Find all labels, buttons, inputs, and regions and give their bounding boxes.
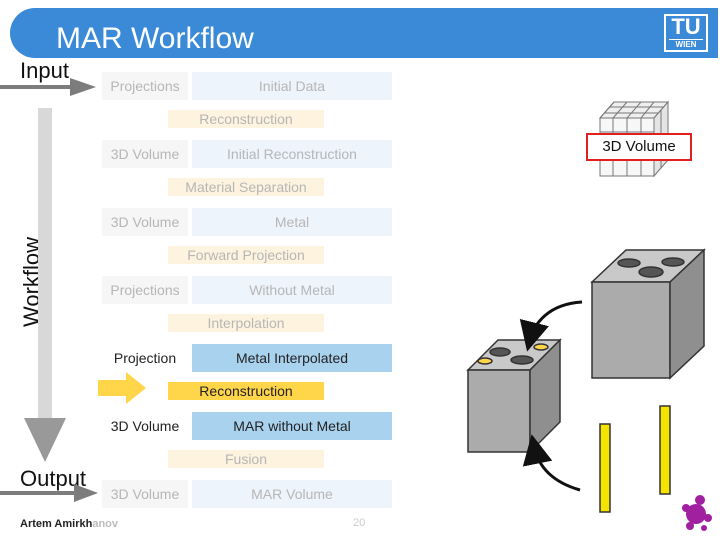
logo-sub: WIEN — [669, 39, 703, 49]
row-2-left: 3D Volume — [102, 140, 188, 168]
page-number: 20 — [353, 517, 366, 529]
slide-header: MAR Workflow — [10, 8, 718, 58]
input-label: Input — [20, 58, 69, 83]
author-name-bold: Artem Amirkh — [20, 518, 93, 530]
splat-mascot-icon — [682, 495, 712, 531]
author-name-dim: anov — [92, 518, 119, 530]
row-4-right: Without Metal — [192, 276, 392, 304]
author-name: Artem Amirkhanov — [20, 518, 118, 530]
row-6-right: MAR without Metal — [192, 412, 392, 440]
step-4: Interpolation — [168, 314, 324, 332]
metal-rod-right — [659, 405, 671, 495]
row-3-right: Metal — [192, 208, 392, 236]
volume-caption: 3D Volume — [586, 133, 692, 161]
curved-arrow-bottom — [522, 434, 581, 492]
row-5-right: Metal Interpolated — [192, 344, 392, 372]
row-4-left: Projections — [102, 276, 188, 304]
row-7-right: MAR Volume — [192, 480, 392, 508]
step-2: Material Separation — [168, 178, 324, 196]
row-1-left: Projections — [102, 72, 188, 100]
metal-cube-small — [466, 338, 562, 454]
step-1: Reconstruction — [168, 110, 324, 128]
output-arrow — [0, 484, 98, 502]
highlight-arrow — [98, 372, 146, 404]
logo-main: TU — [671, 14, 701, 39]
row-5-left: Projection — [102, 344, 188, 372]
metal-rod-left — [599, 423, 611, 513]
row-2-right: Initial Reconstruction — [192, 140, 392, 168]
slide-title: MAR Workflow — [56, 22, 254, 55]
input-arrow — [0, 78, 96, 96]
workflow-arrow — [24, 108, 66, 462]
row-7-left: 3D Volume — [102, 480, 188, 508]
curved-arrow-top — [519, 300, 583, 352]
step-6: Fusion — [168, 450, 324, 468]
metal-cube-large — [590, 248, 706, 380]
tu-wien-logo: TU WIEN — [664, 14, 708, 52]
row-6-left: 3D Volume — [102, 412, 188, 440]
row-1-right: Initial Data — [192, 72, 392, 100]
step-5: Reconstruction — [168, 382, 324, 400]
step-3: Forward Projection — [168, 246, 324, 264]
row-3-left: 3D Volume — [102, 208, 188, 236]
